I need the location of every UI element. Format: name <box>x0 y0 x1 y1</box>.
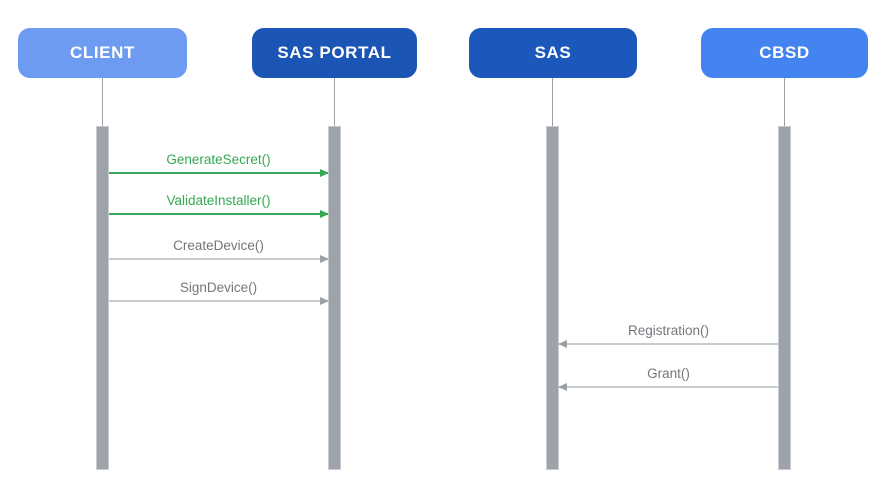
message-line <box>109 169 329 177</box>
message-grant: Grant() <box>558 365 778 391</box>
message-validate-installer: ValidateInstaller() <box>109 192 329 218</box>
arrowhead-right-icon <box>320 297 329 305</box>
lifeline-connector-sas <box>552 78 553 126</box>
arrowhead-right-icon <box>320 169 329 177</box>
message-line <box>558 383 778 391</box>
actor-sas-portal: SAS PORTAL <box>252 28 417 78</box>
message-label: ValidateInstaller() <box>166 193 271 208</box>
actor-sas: SAS <box>469 28 637 78</box>
message-label: GenerateSecret() <box>166 152 271 167</box>
arrowhead-right-icon <box>320 210 329 218</box>
activation-bar-sas <box>546 126 559 470</box>
message-label: Grant() <box>647 366 690 381</box>
actor-client: CLIENT <box>18 28 187 78</box>
message-line <box>109 255 329 263</box>
activation-bar-client <box>96 126 109 470</box>
lifeline-connector-client <box>102 78 103 126</box>
message-label: CreateDevice() <box>173 238 264 253</box>
arrowhead-left-icon <box>558 340 567 348</box>
message-line <box>109 210 329 218</box>
activation-bar-sas-portal <box>328 126 341 470</box>
lifeline-connector-sas-portal <box>334 78 335 126</box>
message-label: SignDevice() <box>179 280 258 295</box>
message-sign-device: SignDevice() <box>109 279 329 305</box>
lifeline-connector-cbsd <box>784 78 785 126</box>
message-line <box>109 297 329 305</box>
message-line <box>558 340 778 348</box>
message-generate-secret: GenerateSecret() <box>109 151 329 177</box>
message-label: Registration() <box>627 323 710 338</box>
activation-bar-cbsd <box>778 126 791 470</box>
message-create-device: CreateDevice() <box>109 237 329 263</box>
actor-cbsd: CBSD <box>701 28 868 78</box>
arrowhead-left-icon <box>558 383 567 391</box>
message-registration: Registration() <box>558 322 778 348</box>
arrowhead-right-icon <box>320 255 329 263</box>
